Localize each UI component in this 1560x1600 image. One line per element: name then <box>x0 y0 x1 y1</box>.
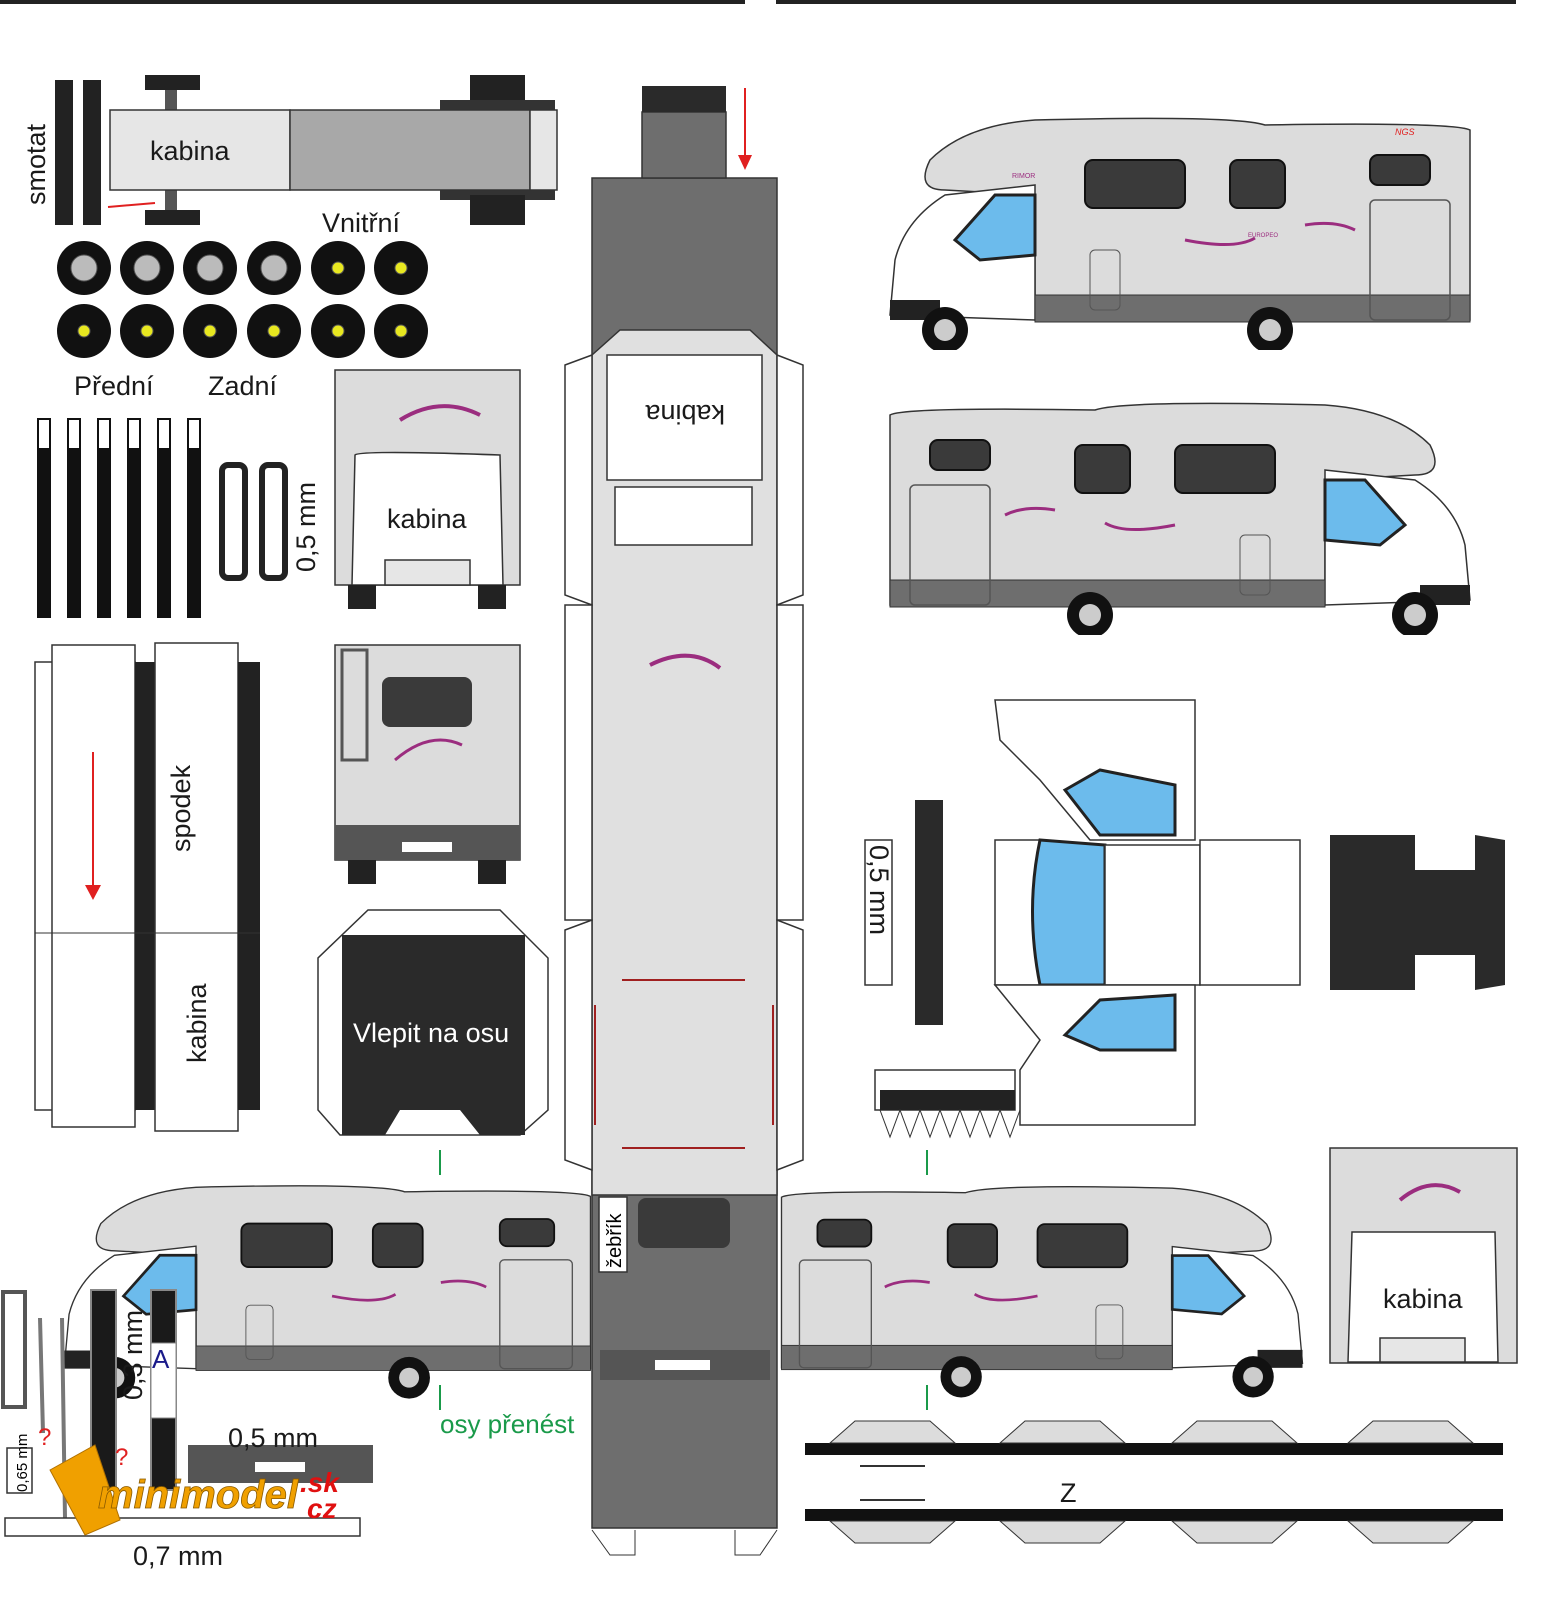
axle-strips <box>37 418 201 618</box>
zebrik-box <box>598 1196 628 1273</box>
rail-strip <box>805 1443 1503 1455</box>
osy-label: osy přenést <box>440 1409 575 1439</box>
smotat-label: smotat <box>21 123 51 205</box>
spodek-kabina-label: kabina <box>182 982 212 1063</box>
thickness-03-label: 0,3 mm <box>118 1310 148 1400</box>
wheel <box>183 304 237 358</box>
axle-strip <box>187 418 201 618</box>
top-border-right <box>776 0 1516 4</box>
decal-ngs: NGS <box>1395 127 1415 137</box>
rear-view-part <box>334 644 521 884</box>
decal-rimor: RIMOR <box>1012 173 1035 180</box>
thickness-065-label: 0,65 mm <box>14 1434 31 1492</box>
side-wall-right <box>780 1185 1304 1399</box>
zebrik-label: žebřík <box>604 1213 626 1268</box>
letter-a: A <box>152 1344 170 1374</box>
chassis-part <box>107 75 558 225</box>
predni-label: Přední <box>74 371 154 401</box>
axle-strip <box>157 418 171 618</box>
rail-tab <box>1170 1420 1299 1444</box>
wheels <box>57 241 428 358</box>
wheel <box>57 304 111 358</box>
axle-strip <box>97 418 111 618</box>
rail-tab <box>1346 1420 1475 1444</box>
spodek-label: spodek <box>166 764 196 852</box>
cab-net-part <box>864 699 1505 1139</box>
wheel <box>311 241 365 295</box>
svg-text:.sk: .sk <box>300 1467 340 1498</box>
axle-strip <box>37 418 51 618</box>
bumper-thickness-label: 0,5 mm <box>228 1423 318 1453</box>
wheel <box>374 241 428 295</box>
question-mark: ? <box>115 1444 128 1471</box>
decal-europeo: EUROPEO <box>1248 233 1278 239</box>
cab-thickness-label: 0,5 mm <box>864 845 894 935</box>
rail-tab <box>1346 1520 1475 1544</box>
axle-strip <box>127 418 141 618</box>
svg-text:minimodel: minimodel <box>98 1473 299 1517</box>
chassis-kabina-label: kabina <box>150 136 231 166</box>
rail-tab <box>998 1420 1127 1444</box>
rail-tab <box>1170 1520 1299 1544</box>
axle-glue-area <box>342 935 525 1135</box>
rail-strip <box>805 1509 1503 1521</box>
front-view-part <box>334 369 521 609</box>
zadni-label: Zadní <box>208 371 278 401</box>
vlepit-label: Vlepit na osu <box>353 1018 509 1048</box>
center-kabina-label: kabina <box>644 399 725 429</box>
camper-side-view-right <box>888 401 1472 635</box>
wheel <box>247 304 301 358</box>
wheel <box>183 241 237 295</box>
axle-strip <box>67 418 81 618</box>
camper-side-view-left <box>888 116 1472 350</box>
rail-tab <box>828 1520 957 1544</box>
wheel <box>120 304 174 358</box>
z-label: Z <box>1060 1478 1077 1508</box>
rail-tab <box>998 1520 1127 1544</box>
roll-strip <box>83 80 101 225</box>
rear-kabina-part <box>1329 1147 1518 1364</box>
thickness-07-label: 0,7 mm <box>133 1541 223 1571</box>
top-border-left <box>0 0 745 4</box>
wheel <box>120 241 174 295</box>
minimodel-logo: minimodel .sk cz <box>49 1444 340 1536</box>
svg-text:cz: cz <box>307 1493 337 1524</box>
wheel <box>311 304 365 358</box>
wheel <box>57 241 111 295</box>
wheel <box>374 304 428 358</box>
wheel <box>247 241 301 295</box>
vnitrni-label: Vnitřní <box>322 208 401 238</box>
thickness-label: 0,5 mm <box>291 482 321 572</box>
rail-tab <box>828 1420 957 1444</box>
question-mark: ? <box>38 1424 51 1451</box>
right-kabina-label: kabina <box>1383 1284 1464 1314</box>
roll-strip <box>55 80 73 225</box>
roof-rails <box>805 1420 1503 1544</box>
roof-strip-part <box>564 86 804 1556</box>
floor-part <box>34 642 260 1132</box>
bracket <box>219 462 248 581</box>
bracket <box>259 462 288 581</box>
front-kabina-label: kabina <box>387 504 468 534</box>
